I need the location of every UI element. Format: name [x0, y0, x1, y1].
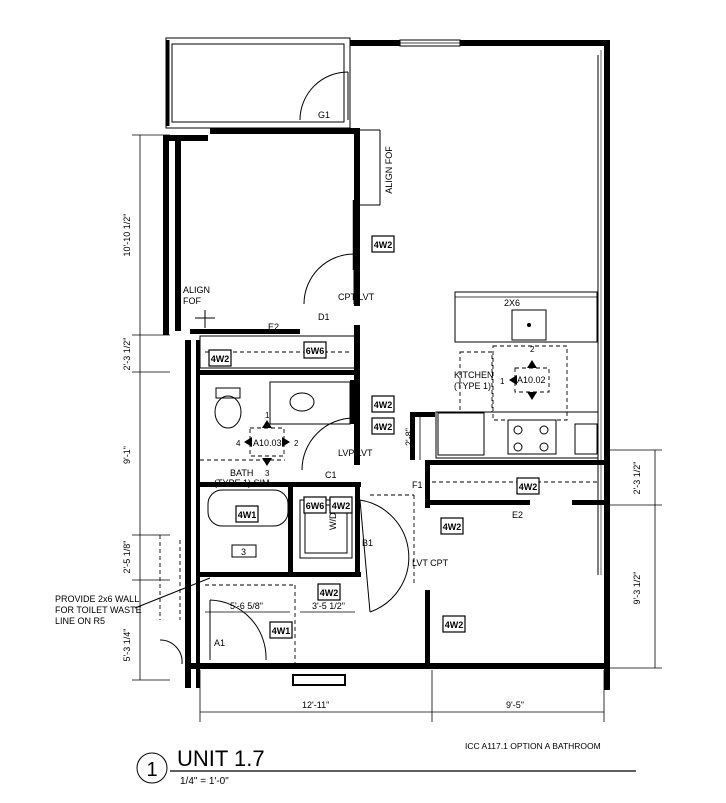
- wall-tag: 4W2: [371, 417, 395, 435]
- callout-a1003: A10.03 1 2 3 4: [236, 411, 299, 478]
- callout-a1002-w: 1: [500, 377, 505, 386]
- door-g1: G1: [318, 110, 330, 120]
- dim-2-8: 2'-8": [404, 428, 414, 446]
- door-f1: F1: [412, 480, 423, 490]
- wall-tag: 4W2: [371, 395, 395, 413]
- wall-tag: 4W2: [329, 496, 353, 514]
- bath-label-2: (TYPE 1) SIM: [214, 478, 270, 488]
- wall-tag: 4W2: [442, 615, 466, 633]
- svg-text:4W2: 4W2: [374, 400, 393, 410]
- dim-2x6: 2X6: [504, 298, 520, 308]
- dim-5-3: 5'-3 1/4": [122, 629, 132, 662]
- svg-text:4W1: 4W1: [272, 626, 291, 636]
- toilet-note-2: FOR TOILET WASTE: [55, 605, 142, 615]
- callout-a1003-s: 3: [265, 469, 270, 478]
- door-e2-bottom: E2: [512, 510, 523, 520]
- svg-text:4W2: 4W2: [445, 620, 464, 630]
- callout-a1002-n: 2: [530, 345, 535, 354]
- door-c1: C1: [325, 470, 337, 480]
- svg-text:4W1: 4W1: [238, 510, 257, 520]
- option-note: ICC A117.1 OPTION A BATHROOM: [465, 741, 601, 751]
- dim-9-5: 9'-5": [506, 700, 524, 710]
- door-b1: B1: [362, 538, 373, 548]
- door-swings: [159, 71, 410, 665]
- kitchen-label-2: (TYPE 1): [454, 381, 491, 391]
- wall-tag: 4W2: [440, 517, 464, 535]
- dim-9-3: 9'-3 1/2": [632, 572, 642, 605]
- interior-walls: [190, 329, 604, 665]
- detail-number: 1: [146, 759, 157, 781]
- bath-label-1: BATH: [230, 468, 253, 478]
- svg-text:4W2: 4W2: [443, 522, 462, 532]
- toilet-note-leader: [134, 577, 211, 609]
- wall-tag: 4W2: [516, 477, 540, 495]
- dim-2-3-left: 2'-3 1/2": [122, 338, 132, 371]
- bath-fixtures: [207, 387, 353, 559]
- kitchen: [435, 291, 599, 459]
- toilet-note-3: LINE ON R5: [55, 616, 105, 626]
- callout-a1003-label: A10.03: [253, 438, 282, 448]
- wall-tag: 4W1: [235, 505, 259, 523]
- svg-text:6W6: 6W6: [306, 346, 325, 356]
- dimension-lines: [132, 134, 662, 722]
- callout-a1003-n: 1: [265, 411, 270, 420]
- align-fof-top-note: ALIGN FOF: [384, 146, 394, 194]
- callout-a1003-w: 4: [236, 439, 241, 448]
- tub-tag: 3: [241, 547, 246, 557]
- align-fof-left-1: ALIGN: [183, 285, 210, 295]
- reference-lines: [159, 459, 415, 665]
- svg-text:4W2: 4W2: [374, 240, 393, 250]
- wall-tag: 4W2: [208, 349, 232, 367]
- door-d1: D1: [318, 312, 330, 322]
- dim-3-5: 3'-5 1/2": [312, 601, 345, 611]
- dim-10-10: 10'-10 1/2": [122, 214, 132, 257]
- align-fof-left-2: FOF: [183, 296, 201, 306]
- dim-5-6: 5'-6 5/8": [230, 601, 263, 611]
- dim-12-11: 12'-11": [302, 700, 329, 710]
- finish-lvp-lvt: LVP LVT: [338, 448, 373, 458]
- finish-cpt-lvt: CPT LVT: [338, 292, 375, 302]
- title-block: 1 UNIT 1.7 1/4" = 1'-0" ICC A117.1 OPTIO…: [136, 741, 636, 787]
- dim-2-3-right: 2'-3 1/2": [632, 462, 642, 495]
- toilet-note-1: PROVIDE 2x6 WALL: [55, 594, 139, 604]
- svg-text:6W6: 6W6: [306, 501, 325, 511]
- finish-lvt-cpt: LVT CPT: [412, 558, 449, 568]
- svg-text:4W2: 4W2: [320, 588, 339, 598]
- scale-note: 1/4" = 1'-0": [180, 776, 229, 787]
- wall-tag: 4W2: [371, 235, 395, 253]
- svg-text:4W2: 4W2: [374, 422, 393, 432]
- wall-tag: 4W2: [317, 583, 341, 601]
- unit-title: UNIT 1.7: [177, 746, 265, 771]
- wall-tag: 6W6: [303, 341, 327, 359]
- door-a1: A1: [214, 638, 225, 648]
- wall-tag: 6W6: [303, 496, 327, 514]
- wall-tag: 4W1: [269, 621, 293, 639]
- svg-text:4W2: 4W2: [211, 354, 230, 364]
- svg-text:4W2: 4W2: [332, 501, 351, 511]
- dim-9-1: 9'-1": [122, 446, 132, 464]
- kitchen-label-1: KITCHEN: [454, 370, 494, 380]
- align-fof-marks: [195, 129, 381, 328]
- callout-a1002-label: A10.02: [517, 375, 546, 385]
- callout-a1002: A10.02 2 1: [500, 345, 550, 400]
- dim-2-5: 2'-5 1/8": [122, 541, 132, 574]
- svg-text:4W2: 4W2: [519, 482, 538, 492]
- door-e2-top: E2: [268, 322, 279, 332]
- washer-dryer-label: W/D: [328, 512, 338, 530]
- detail-circle: [136, 752, 168, 784]
- callout-a1003-e: 2: [294, 439, 299, 448]
